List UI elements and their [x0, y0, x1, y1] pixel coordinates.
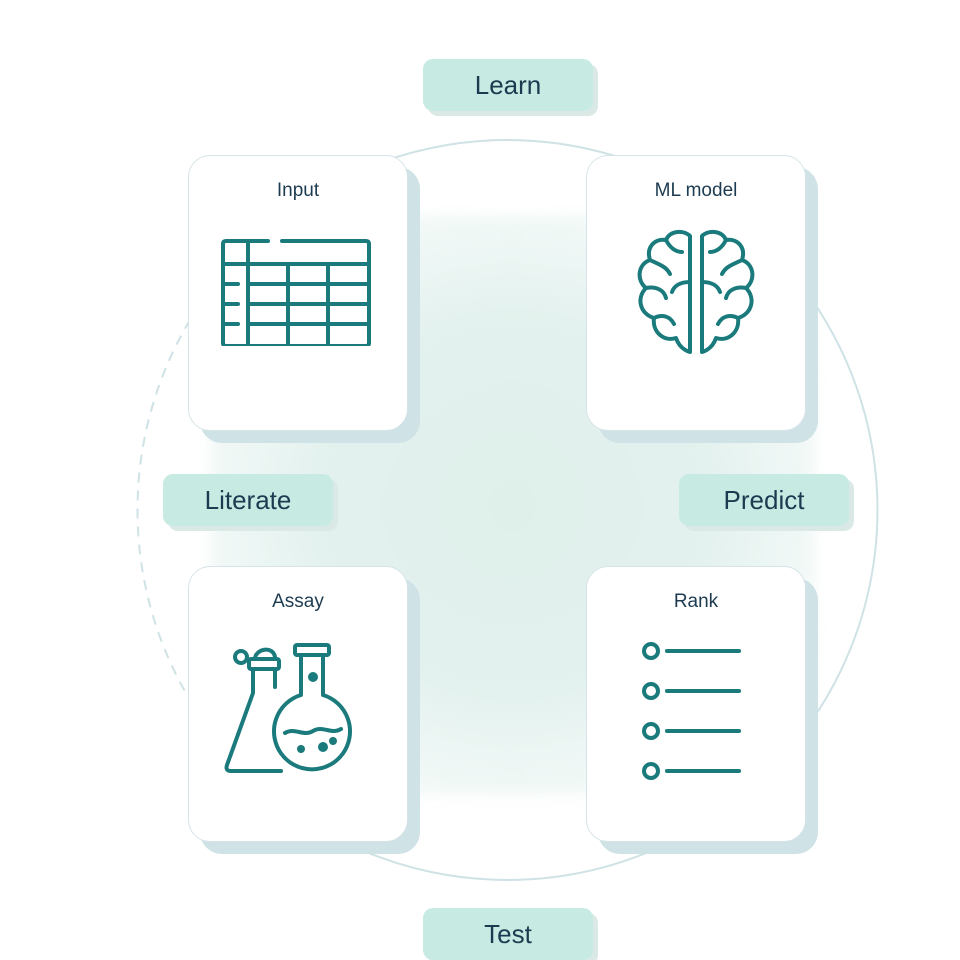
stage-literate: Literate — [163, 474, 333, 526]
stage-test: Test — [423, 908, 593, 960]
stage-learn-label: Learn — [474, 69, 542, 100]
stage-literate-label: Literate — [204, 484, 292, 515]
stage-learn: Learn — [423, 59, 593, 111]
table-icon — [221, 239, 371, 346]
card-assay-title: Assay — [272, 591, 324, 612]
stage-predict-label: Predict — [723, 484, 805, 515]
stage-test-label: Test — [484, 918, 532, 949]
card-input: Input — [188, 155, 408, 431]
brain-icon — [637, 229, 755, 354]
card-input-title: Input — [276, 180, 320, 201]
card-ml-model-title: ML model — [654, 180, 738, 201]
card-assay: Assay — [188, 566, 408, 842]
card-ml-model: ML model — [586, 155, 806, 431]
stage-predict: Predict — [679, 474, 849, 526]
flasks-icon — [224, 643, 352, 773]
list-icon — [642, 642, 741, 780]
card-rank-title: Rank — [673, 591, 719, 612]
card-rank: Rank — [586, 566, 806, 842]
